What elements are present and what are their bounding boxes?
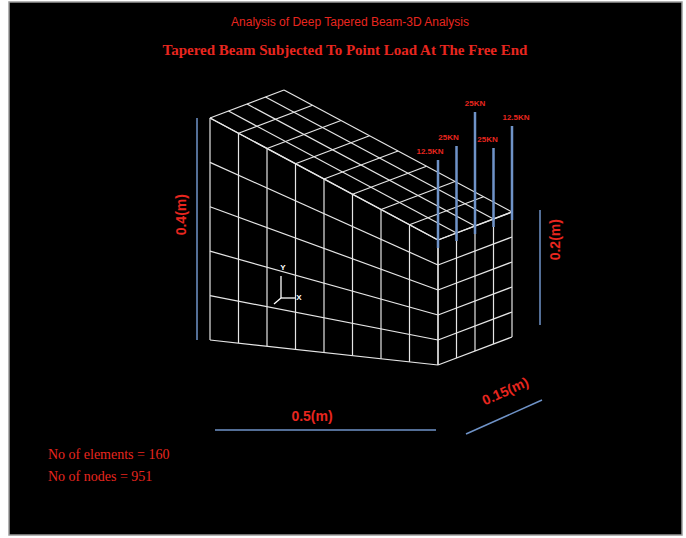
subtitle: Tapered Beam Subjected To Point Load At … xyxy=(163,42,528,59)
load-label: 25KN xyxy=(438,134,458,143)
load-label: 12.5KN xyxy=(416,148,443,157)
page-title: Analysis of Deep Tapered Beam-3D Analysi… xyxy=(231,16,469,29)
dimension-label: 0.5(m) xyxy=(291,409,332,424)
mesh-count: No of nodes = 951 xyxy=(48,469,152,484)
mesh-line xyxy=(352,194,353,355)
mesh-line xyxy=(210,251,438,315)
mesh-line xyxy=(437,240,438,365)
dimension-label: 0.2(m) xyxy=(548,219,563,260)
dimension-line xyxy=(466,400,542,434)
load-line xyxy=(492,148,495,227)
mesh-line xyxy=(247,104,475,226)
dimension-line xyxy=(196,118,198,340)
dimension-label: 0.4(m) xyxy=(174,194,189,235)
axis-label: Y xyxy=(280,264,285,273)
dimension-line xyxy=(215,429,436,431)
axis-line xyxy=(281,297,295,298)
mesh-line xyxy=(380,210,381,359)
mesh-line xyxy=(409,225,410,362)
mesh-line xyxy=(456,233,457,358)
mesh-line xyxy=(295,164,296,350)
mesh-line xyxy=(323,179,324,353)
mesh-line xyxy=(266,97,494,219)
axis-label: X xyxy=(296,294,301,303)
mesh-line xyxy=(284,90,512,212)
dimension-lines xyxy=(197,118,542,434)
axis-icon xyxy=(274,276,295,304)
mesh-line xyxy=(210,118,438,240)
mesh-line xyxy=(437,240,438,365)
load-lines xyxy=(438,112,512,248)
beam-mesh xyxy=(210,90,512,365)
background-panel xyxy=(9,2,682,535)
load-line xyxy=(455,146,458,241)
load-line xyxy=(437,160,440,248)
mesh-line xyxy=(210,340,438,365)
load-label: 25KN xyxy=(465,100,485,109)
axis-line xyxy=(274,298,281,304)
mesh-line xyxy=(511,212,512,337)
mesh-line xyxy=(238,133,239,343)
mesh-count: No of elements = 160 xyxy=(48,447,169,462)
load-line xyxy=(474,112,477,234)
mesh-line xyxy=(266,149,267,347)
load-line xyxy=(511,126,514,220)
mesh-line xyxy=(474,226,475,351)
mesh-line xyxy=(210,118,438,240)
axis-line xyxy=(280,276,281,298)
load-label: 12.5KN xyxy=(502,114,529,123)
mesh-line xyxy=(209,118,210,340)
load-label: 25KN xyxy=(477,136,497,145)
mesh-line xyxy=(493,219,494,344)
dimension-line xyxy=(539,210,541,325)
mesh-line xyxy=(210,162,438,265)
mesh-line xyxy=(210,296,438,340)
mesh-line xyxy=(229,111,457,233)
mesh-line xyxy=(210,207,438,290)
